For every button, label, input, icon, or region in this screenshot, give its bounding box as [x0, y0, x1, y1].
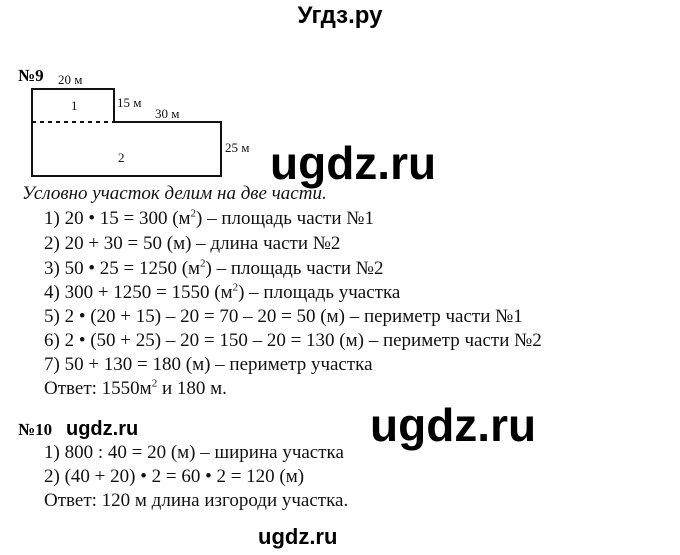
task-9-step-3: 3) 50 • 25 = 1250 (м2) – площадь части №…: [44, 257, 384, 279]
task-9-step-4: 4) 300 + 1250 = 1550 (м2) – площадь учас…: [44, 281, 401, 303]
task-9-step-2: 2) 20 + 30 = 50 (м) – длина части №2: [44, 233, 341, 254]
watermark-large-mid: ugdz.ru: [370, 399, 537, 451]
watermark-bottom: ugdz.ru: [258, 524, 338, 549]
task-10-answer: Ответ: 120 м длина изгороди участка.: [44, 490, 349, 511]
task-9-answer: Ответ: 1550м2 и 180 м.: [44, 377, 227, 399]
task-9-step-1: 1) 20 • 15 = 300 (м2) – площадь части №1: [44, 207, 374, 229]
task-9-step-6: 6) 2 • (50 + 25) – 20 = 150 – 20 = 130 (…: [44, 330, 542, 351]
label-right-height: 25 м: [225, 140, 250, 155]
label-part-2: 2: [118, 150, 125, 165]
task-10-number: №10: [18, 420, 53, 439]
watermark-small-inline: ugdz.ru: [66, 418, 139, 440]
task-10-step-2: 2) (40 + 20) • 2 = 60 • 2 = 120 (м): [44, 466, 305, 487]
task-9-step-7: 7) 50 + 130 = 180 (м) – периметр участка: [44, 354, 373, 375]
watermark-large-top: ugdz.ru: [270, 137, 437, 189]
label-part-1: 1: [71, 98, 78, 113]
label-right-width: 30 м: [155, 106, 180, 121]
label-top-width: 20 м: [58, 72, 83, 87]
task-10-step-1: 1) 800 : 40 = 20 (м) – ширина участка: [44, 442, 344, 463]
label-step-height: 15 м: [117, 95, 142, 110]
site-title: Угдз.ру: [297, 2, 383, 29]
task-9-number: №9: [18, 66, 44, 85]
task-9-step-5: 5) 2 • (20 + 15) – 20 = 70 – 20 = 50 (м)…: [44, 306, 523, 327]
task-9-intro: Условно участок делим на две части.: [22, 183, 327, 204]
